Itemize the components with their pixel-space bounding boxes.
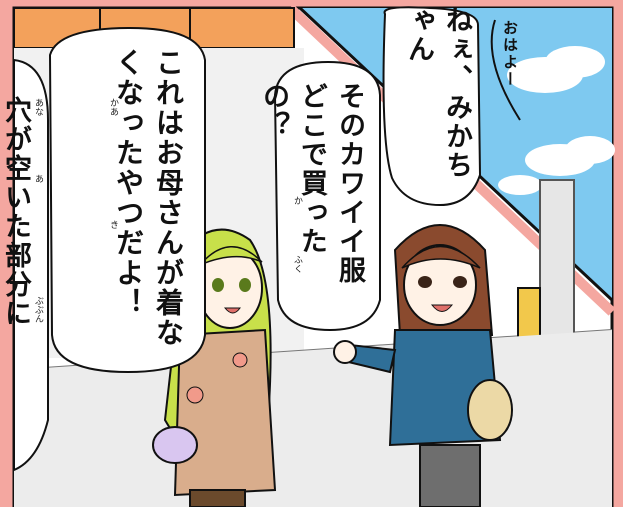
speech-text-right: ねぇ、みかちゃん	[403, 6, 472, 180]
speech-bubble-left	[48, 26, 206, 374]
furigana-bubun: ぶぶん	[33, 296, 43, 323]
furigana-ka: か	[292, 196, 302, 205]
brown-haired-girl	[333, 224, 513, 507]
furigana-fuku: ふく	[292, 255, 302, 273]
speech-bubble-middle	[273, 60, 381, 332]
speech-text-edge: 穴が空いた部分に	[0, 96, 31, 328]
speech-bubble-right	[382, 6, 482, 207]
speech-text-left: これはお母さんが着なくなったやつだよ！	[112, 48, 185, 348]
furigana-ki: き	[108, 220, 118, 229]
speech-text-middle: そのカワイイ服どこで買ったの？	[258, 82, 365, 285]
speech-bubble-edge	[13, 58, 49, 472]
furigana-a: あ	[33, 174, 43, 183]
sky-speech-tail	[490, 19, 521, 121]
furigana-ana: あな	[33, 98, 43, 116]
purple-bag	[152, 426, 198, 464]
sky-greeting: おはよー	[501, 20, 519, 88]
shoulder-bag	[467, 379, 513, 441]
furigana-kaa: かあ	[108, 98, 118, 116]
clouds	[498, 46, 615, 195]
